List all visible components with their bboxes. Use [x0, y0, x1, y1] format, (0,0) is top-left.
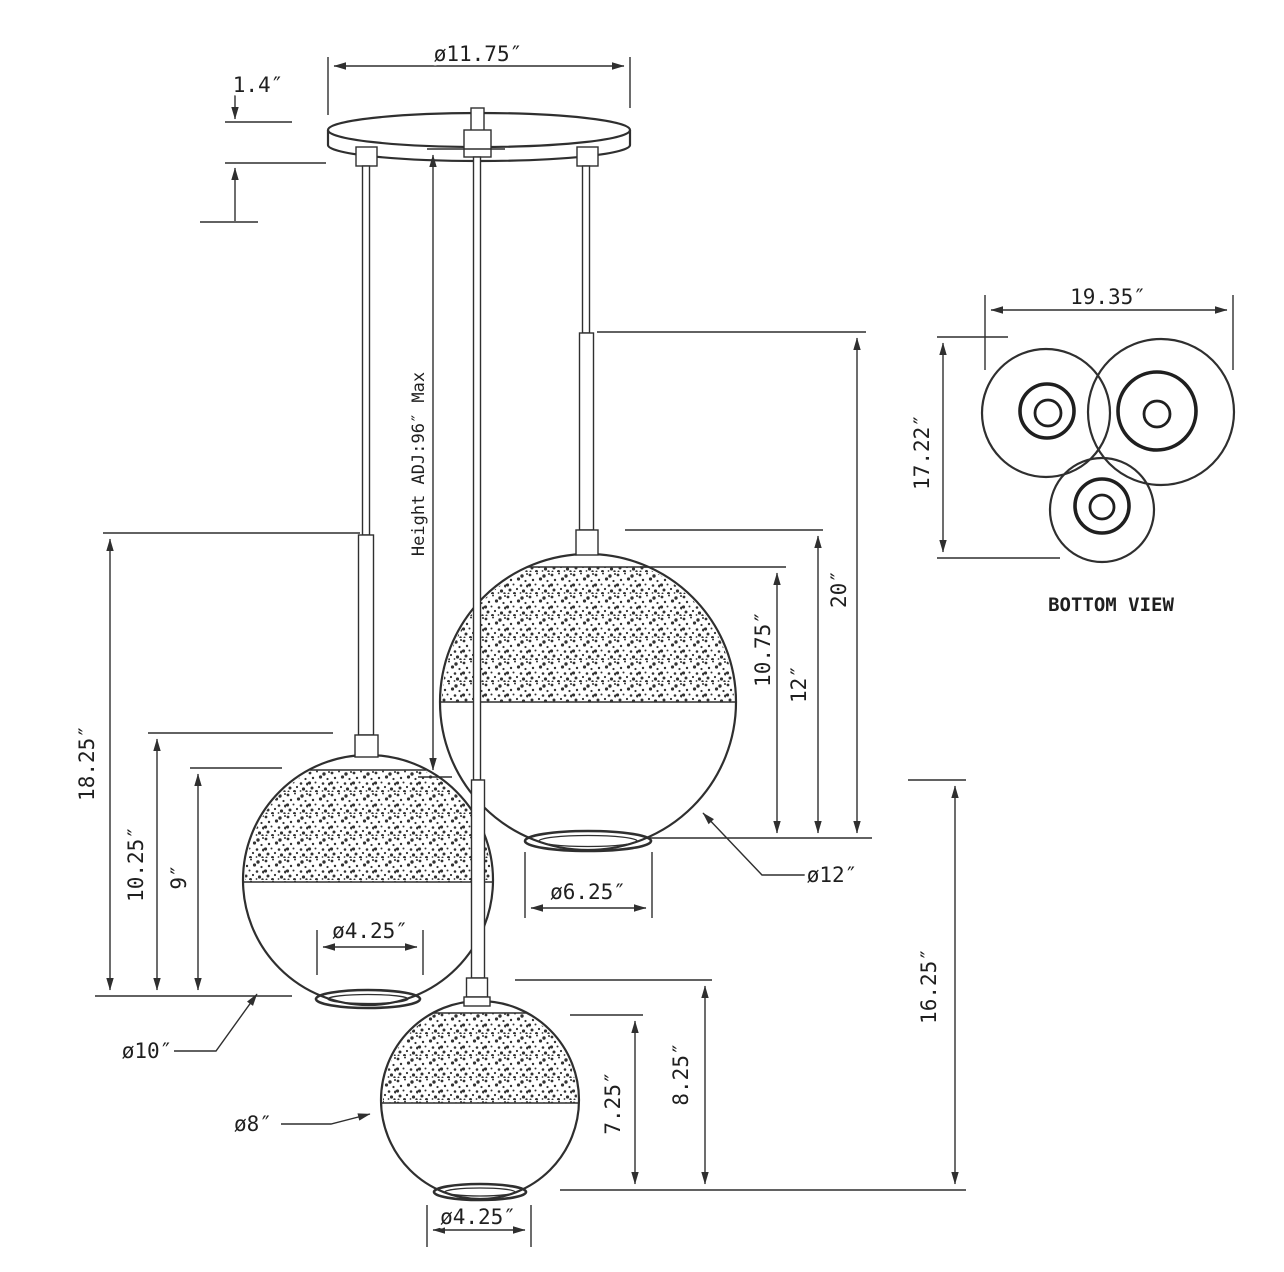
large-globe [438, 552, 738, 853]
right-cord-grip [576, 146, 599, 167]
dim-canopy-height: 1.4″ [233, 73, 284, 97]
dim-small-globe-diameter: ø8″ [234, 1112, 272, 1136]
bottom-view-small-globe [1048, 456, 1156, 564]
medium-globe [241, 753, 495, 1010]
dim-bottom-view-height: 17.22″ [910, 414, 934, 490]
ceiling-canopy [326, 107, 632, 167]
bottom-view-medium-globe [980, 347, 1112, 479]
dim-left-total-drop: 18.25″ [75, 725, 99, 801]
left-cord-grip [355, 146, 378, 167]
left-socket [354, 734, 379, 758]
dim-large-globe-drop: 20″ [827, 570, 851, 608]
dim-medium-globe-with-stem: 10.25″ [124, 826, 148, 902]
center-stem [470, 107, 485, 134]
dim-large-globe-opening: ø6.25″ [550, 880, 626, 904]
right-rod [578, 332, 595, 531]
dim-medium-globe-opening: ø4.25″ [332, 919, 408, 943]
center-socket [463, 996, 491, 1007]
dim-medium-globe-glass: 9″ [167, 864, 191, 889]
dim-medium-globe-diameter: ø10″ [122, 1039, 173, 1063]
dim-bottom-view-width: 19.35″ [1070, 285, 1146, 309]
right-socket [575, 529, 599, 556]
right-cord [581, 165, 591, 334]
dim-small-globe-opening: ø4.25″ [440, 1205, 516, 1229]
center-connector [465, 977, 489, 998]
bottom-view-large-globe [1086, 337, 1236, 487]
dim-canopy-diameter: ø11.75″ [434, 42, 523, 66]
dimension-lines [95, 57, 966, 1247]
bottom-view [937, 295, 1236, 564]
bottom-view-caption: BOTTOM VIEW [1048, 594, 1174, 616]
dim-height-adjust: Height ADJ:96″ Max [409, 372, 429, 556]
dimension-labels: ø11.75″ 1.4″ Height ADJ:96″ Max 18.25″ 1… [72, 39, 1175, 1233]
small-globe [379, 999, 581, 1202]
center-rod [470, 779, 486, 979]
dim-small-globe-glass: 7.25″ [601, 1071, 625, 1134]
dim-large-globe-diameter: ø12″ [807, 863, 858, 887]
center-cord [472, 156, 482, 781]
dim-small-globe-with-stem: 8.25″ [669, 1042, 693, 1105]
center-cord-grip [463, 129, 492, 158]
dim-large-globe-with-stem: 12″ [787, 665, 811, 703]
dim-right-total-drop: 16.25″ [917, 948, 941, 1024]
left-rod [357, 534, 375, 736]
left-cord [361, 165, 371, 536]
suspension-cords [354, 156, 599, 1007]
dim-large-globe-glass: 10.75″ [751, 611, 775, 687]
